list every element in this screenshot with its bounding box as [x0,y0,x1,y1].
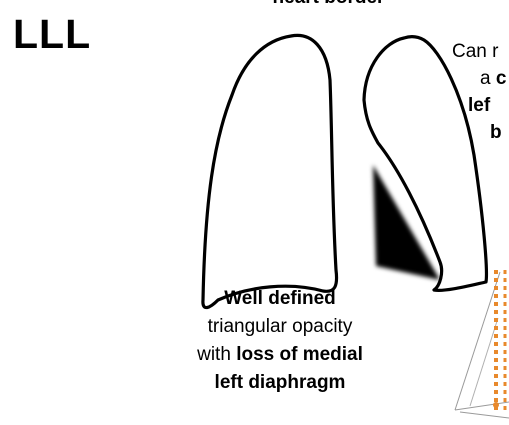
right-annotation-text: Can r a c lef b [430,38,509,146]
caption-line-3: with loss of medial [160,341,400,369]
triangular-opacity [373,165,440,280]
caption-line-1: Well defined [160,285,400,313]
right-lung-outline [203,35,337,307]
caption-line-2: triangular opacity [160,313,400,341]
right-annotation-line-2: a c [430,65,509,92]
right-annotation-line-1: Can r [430,38,509,65]
cropped-xray-overlay [455,270,509,418]
right-annotation-line-4: b [430,119,509,146]
finding-caption: Well defined triangular opacity with los… [160,285,400,397]
right-annotation-line-3: lef [430,92,509,119]
caption-line-4: left diaphragm [160,369,400,397]
